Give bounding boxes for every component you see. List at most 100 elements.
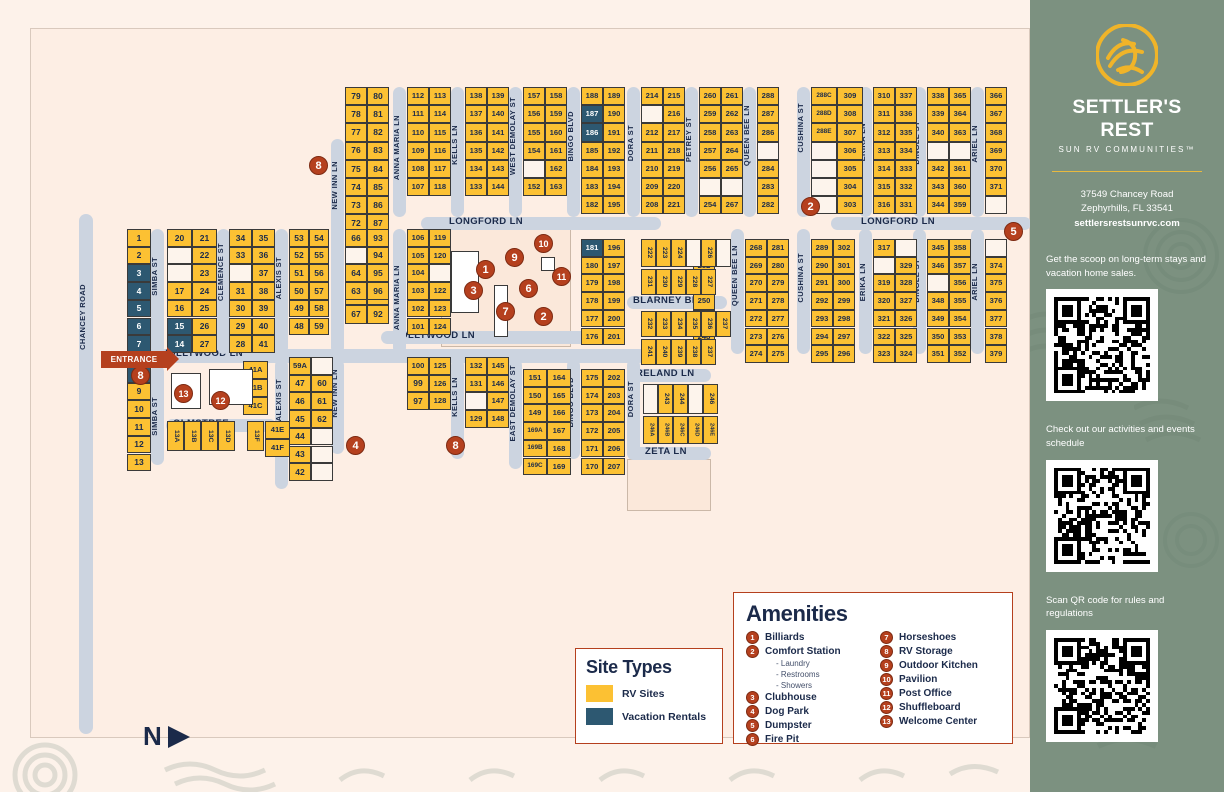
site-cell[interactable]: 254 — [699, 196, 721, 215]
site-cell[interactable]: 221 — [663, 196, 685, 215]
site-cell[interactable]: 335 — [895, 123, 917, 142]
site-cell[interactable]: 349 — [927, 309, 949, 328]
site-cell[interactable]: 296 — [833, 345, 855, 363]
site-cell[interactable]: 304 — [837, 178, 863, 197]
site-cell[interactable]: 258 — [699, 123, 721, 142]
site-cell[interactable]: 182 — [581, 196, 603, 215]
site-cell[interactable]: 114 — [429, 105, 451, 124]
site-cell[interactable]: 174 — [581, 386, 603, 405]
site-cell[interactable]: 140 — [487, 105, 509, 124]
site-cell[interactable]: 230 — [656, 269, 671, 295]
site-cell[interactable]: 307 — [837, 123, 863, 142]
site-cell[interactable]: 54 — [309, 229, 329, 247]
site-cell[interactable]: 212 — [641, 123, 663, 142]
site-cell[interactable]: 145 — [487, 357, 509, 375]
site-cell[interactable]: 74 — [345, 178, 367, 197]
site-cell[interactable]: 58 — [309, 299, 329, 318]
site-cell[interactable]: 170 — [581, 457, 603, 476]
site-cell[interactable]: 322 — [873, 327, 895, 346]
site-cell[interactable]: 283 — [757, 178, 779, 197]
site-cell[interactable]: 306 — [837, 141, 863, 160]
site-cell[interactable]: 194 — [603, 178, 625, 197]
site-cell[interactable]: 49 — [289, 299, 309, 318]
site-cell[interactable]: 240 — [656, 339, 671, 365]
site-cell[interactable]: 259 — [699, 105, 721, 124]
site-cell[interactable]: 169 — [547, 457, 571, 476]
site-cell[interactable]: 60 — [311, 374, 333, 393]
site-cell[interactable]: 164 — [547, 369, 571, 387]
site-cell[interactable]: 211 — [641, 141, 663, 160]
site-cell[interactable]: 62 — [311, 410, 333, 428]
site-cell[interactable]: 289 — [811, 239, 833, 257]
site-cell[interactable]: 196 — [603, 239, 625, 257]
site-cell[interactable]: 219 — [663, 159, 685, 178]
site-cell[interactable]: 17 — [167, 282, 192, 300]
site-cell[interactable]: 332 — [895, 178, 917, 197]
site-cell[interactable]: 246C — [673, 416, 688, 444]
site-cell[interactable]: 165 — [547, 386, 571, 405]
site-cell[interactable]: 299 — [833, 292, 855, 310]
site-cell[interactable]: 129 — [465, 410, 487, 428]
site-cell[interactable]: 134 — [465, 159, 487, 178]
site-cell[interactable]: 323 — [873, 345, 895, 363]
site-cell[interactable]: 317 — [873, 239, 895, 257]
site-cell[interactable]: 52 — [289, 246, 309, 265]
site-cell[interactable]: 227 — [701, 269, 716, 295]
site-cell[interactable]: 156 — [523, 105, 545, 124]
site-cell[interactable]: 30 — [229, 299, 252, 318]
site-cell[interactable]: 269 — [745, 256, 767, 275]
site-cell[interactable]: 250 — [693, 292, 715, 310]
site-cell[interactable]: 144 — [487, 178, 509, 197]
site-cell[interactable]: 124 — [429, 317, 451, 336]
site-cell[interactable]: 261 — [721, 87, 743, 106]
site-cell[interactable]: 246D — [688, 416, 703, 444]
site-cell[interactable]: 287 — [757, 105, 779, 124]
site-cell[interactable]: 328 — [895, 274, 917, 293]
site-cell[interactable]: 189 — [603, 87, 625, 106]
site-cell[interactable]: 220 — [663, 178, 685, 197]
site-cell[interactable]: 157 — [523, 87, 545, 106]
site-cell[interactable]: 149 — [523, 404, 547, 423]
site-cell[interactable]: 353 — [949, 327, 971, 346]
site-cell[interactable]: 217 — [663, 123, 685, 142]
site-cell[interactable]: 241 — [641, 339, 656, 365]
site-cell[interactable]: 354 — [949, 309, 971, 328]
site-cell[interactable]: 199 — [603, 292, 625, 310]
site-cell[interactable]: 284 — [757, 159, 779, 178]
site-cell[interactable]: 309 — [837, 87, 863, 106]
site-cell[interactable]: 66 — [345, 229, 367, 247]
site-cell[interactable]: 128 — [429, 392, 451, 411]
amenity-marker-8[interactable]: 8 — [309, 156, 328, 175]
site-cell[interactable]: 202 — [603, 369, 625, 387]
site-cell[interactable]: 56 — [309, 264, 329, 283]
site-cell[interactable]: 20 — [167, 229, 192, 247]
site-cell[interactable]: 2 — [127, 246, 151, 265]
site-cell[interactable]: 305 — [837, 159, 863, 178]
site-cell[interactable]: 203 — [603, 386, 625, 405]
site-cell[interactable]: 344 — [927, 196, 949, 215]
site-cell[interactable]: 279 — [767, 274, 789, 293]
site-cell[interactable]: 101 — [407, 317, 429, 336]
site-cell[interactable]: 81 — [367, 105, 389, 124]
site-cell[interactable]: 113 — [429, 87, 451, 106]
site-cell[interactable]: 57 — [309, 282, 329, 300]
site-cell[interactable]: 29 — [229, 317, 252, 336]
site-cell[interactable]: 35 — [252, 229, 275, 247]
site-cell[interactable]: 61 — [311, 392, 333, 411]
site-cell[interactable]: 45 — [289, 410, 311, 428]
amenity-marker-6[interactable]: 6 — [519, 279, 538, 298]
site-cell[interactable]: 51 — [289, 264, 309, 283]
site-cell[interactable]: 178 — [581, 292, 603, 310]
site-cell[interactable]: 315 — [873, 178, 895, 197]
site-cell[interactable]: 95 — [367, 264, 389, 283]
site-cell[interactable]: 232 — [641, 311, 656, 337]
site-cell[interactable]: 152 — [523, 178, 545, 197]
site-cell[interactable]: 209 — [641, 178, 663, 197]
site-cell[interactable]: 237 — [701, 339, 716, 365]
qr-code-box[interactable] — [1046, 629, 1158, 742]
site-cell[interactable]: 192 — [603, 141, 625, 160]
site-cell[interactable]: 310 — [873, 87, 895, 106]
site-cell[interactable]: 179 — [581, 274, 603, 293]
site-cell[interactable]: 112 — [407, 87, 429, 106]
amenity-marker-9[interactable]: 9 — [505, 248, 524, 267]
